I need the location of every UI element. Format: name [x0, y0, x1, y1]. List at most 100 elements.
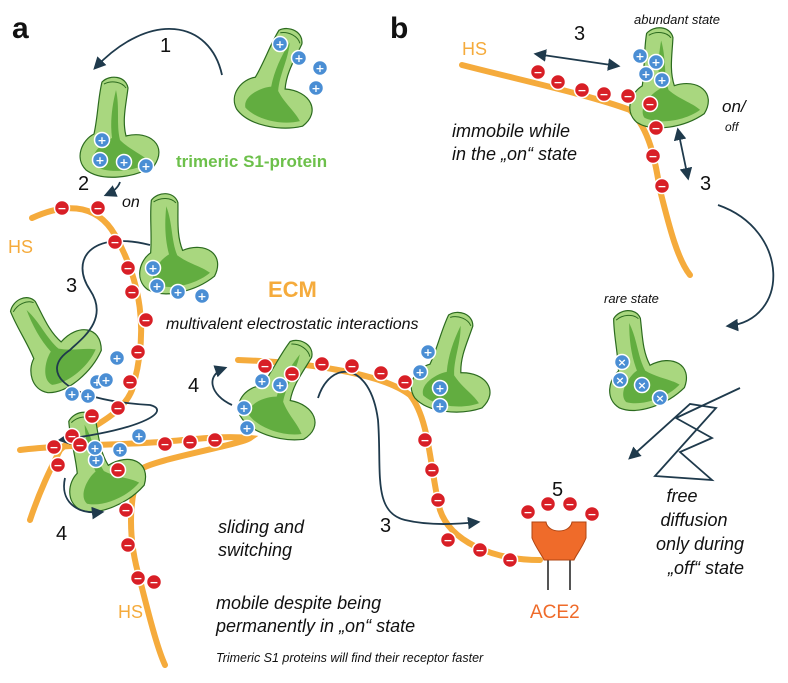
- positive-charge: +: [137, 157, 155, 175]
- svg-text:+: +: [641, 68, 650, 81]
- negative-charge: −: [595, 85, 613, 103]
- svg-text:+: +: [97, 134, 106, 147]
- negative-charge: −: [145, 573, 163, 591]
- positive-charge: +: [311, 59, 329, 77]
- positive-charge: +: [130, 427, 148, 445]
- label-on-off-1: on/: [722, 97, 748, 116]
- positive-charge: +: [86, 439, 104, 457]
- svg-text:+: +: [141, 160, 150, 173]
- step-3-b-top: 3: [574, 23, 585, 45]
- negative-charge: −: [501, 551, 519, 569]
- svg-text:+: +: [651, 56, 660, 69]
- svg-text:−: −: [505, 554, 514, 567]
- svg-text:+: +: [435, 400, 444, 413]
- positive-charge: +: [97, 371, 115, 389]
- negative-charge: −: [647, 119, 665, 137]
- label-hs-a-bottom: HS: [118, 602, 143, 622]
- label-free-2: diffusion: [660, 510, 727, 530]
- positive-charge: +: [290, 49, 308, 67]
- negative-charges: −−−−−−−−−−−−−−−−−−−−−−−−−−−−−−−−−−−−−−−−…: [45, 63, 671, 591]
- svg-text:+: +: [239, 402, 248, 415]
- svg-text:−: −: [645, 98, 654, 111]
- inactive-charge: ×: [651, 389, 669, 407]
- negative-charge: −: [416, 431, 434, 449]
- svg-text:−: −: [133, 572, 142, 585]
- svg-text:+: +: [435, 382, 444, 395]
- label-sliding-1: sliding and: [218, 517, 305, 537]
- svg-text:−: −: [93, 202, 102, 215]
- positive-charge: +: [431, 379, 449, 397]
- svg-text:+: +: [311, 82, 320, 95]
- svg-text:−: −: [123, 262, 132, 275]
- step-2: 2: [78, 173, 89, 195]
- hs-strand-b: [459, 62, 693, 278]
- positive-charge: +: [63, 385, 81, 403]
- svg-text:−: −: [57, 202, 66, 215]
- arrow-step-3-loop: [56, 240, 158, 445]
- label-rare: rare state: [604, 291, 659, 306]
- svg-text:+: +: [83, 390, 92, 403]
- positive-charge: +: [271, 35, 289, 53]
- svg-text:+: +: [173, 286, 182, 299]
- label-hs-a-left: HS: [8, 237, 33, 257]
- step-1: 1: [160, 35, 171, 57]
- positive-charge: +: [111, 441, 129, 459]
- label-trimeric: trimeric S1-protein: [176, 152, 327, 171]
- svg-text:+: +: [95, 154, 104, 167]
- positive-charge: +: [91, 151, 109, 169]
- inactive-charge: ×: [611, 371, 629, 389]
- negative-charge: −: [89, 199, 107, 217]
- positive-charge: +: [431, 397, 449, 415]
- negative-charge: −: [372, 364, 390, 382]
- positive-charge: +: [271, 376, 289, 394]
- positive-charge: +: [653, 71, 671, 89]
- negative-charge: −: [256, 357, 274, 375]
- svg-text:−: −: [260, 360, 269, 373]
- svg-text:×: ×: [615, 374, 624, 387]
- negative-charge: −: [423, 461, 441, 479]
- svg-text:−: −: [149, 576, 158, 589]
- svg-text:−: −: [125, 376, 134, 389]
- svg-text:+: +: [90, 442, 99, 455]
- arrow-b-vertical: [673, 127, 693, 181]
- negative-charge: −: [71, 436, 89, 454]
- label-on-off-2: off: [725, 120, 740, 134]
- label-sliding-2: switching: [218, 540, 292, 560]
- negative-charge: −: [549, 73, 567, 91]
- svg-text:−: −: [651, 122, 660, 135]
- negative-charge: −: [439, 531, 457, 549]
- negative-charge: −: [181, 433, 199, 451]
- negative-charge: −: [53, 199, 71, 217]
- negative-charge: −: [429, 491, 447, 509]
- svg-text:−: −: [543, 498, 552, 511]
- arrows: [56, 27, 775, 530]
- label-on: on: [122, 194, 140, 211]
- negative-charge: −: [106, 233, 124, 251]
- negative-charge: −: [283, 365, 301, 383]
- svg-text:+: +: [91, 454, 100, 467]
- negative-charge: −: [583, 505, 601, 523]
- inactive-charge: ×: [633, 376, 651, 394]
- negative-charge: −: [641, 95, 659, 113]
- svg-text:+: +: [294, 52, 303, 65]
- positive-charge: +: [169, 283, 187, 301]
- positive-charge: +: [93, 131, 111, 149]
- negative-charge: −: [653, 177, 671, 195]
- svg-text:+: +: [197, 290, 206, 303]
- svg-text:+: +: [134, 430, 143, 443]
- panel-label-b: b: [390, 12, 408, 45]
- negative-charge: −: [119, 259, 137, 277]
- svg-text:+: +: [415, 366, 424, 379]
- svg-text:−: −: [523, 506, 532, 519]
- positive-charge: +: [108, 349, 126, 367]
- negative-charge: −: [129, 343, 147, 361]
- svg-text:−: −: [67, 430, 76, 443]
- positive-charge: +: [79, 387, 97, 405]
- negative-charge: −: [121, 373, 139, 391]
- svg-text:−: −: [75, 439, 84, 452]
- svg-text:−: −: [87, 410, 96, 423]
- positive-charge: +: [411, 363, 429, 381]
- svg-text:+: +: [67, 388, 76, 401]
- step-4-lower: 4: [56, 523, 67, 545]
